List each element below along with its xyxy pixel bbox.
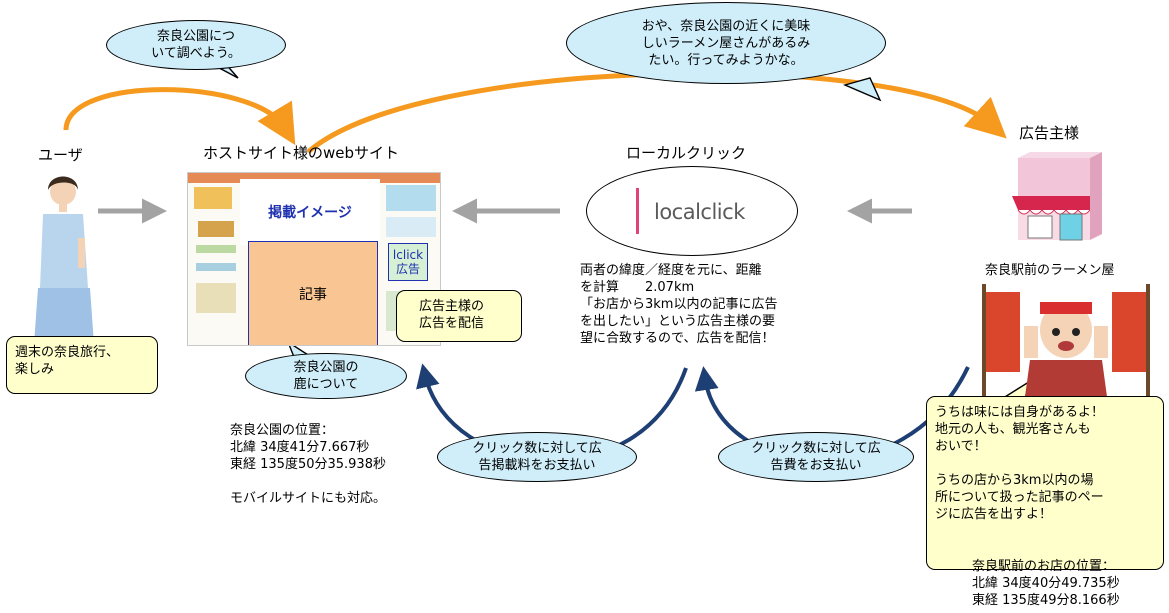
shop-label: 奈良駅前のラーメン屋 — [985, 263, 1115, 278]
localclick-description: 両者の緯度／経度を元に、距離 を計算 2.07km 「お店から3km以内の記事に… — [580, 263, 778, 346]
shop-location-info: 奈良駅前のお店の位置： 北緯 34度40分49.735秒 東経 135度49分8… — [972, 559, 1120, 608]
actor-advertiser-label: 広告主様 — [1019, 124, 1080, 142]
orange-arrow-site-to-advertiser — [306, 70, 1007, 154]
site-ad-box: lclick 広告 — [388, 243, 428, 281]
localclick-logo-ellipse — [586, 166, 798, 256]
orange-arrow-user-to-site — [63, 87, 296, 146]
site-title: 掲載イメージ — [240, 179, 380, 245]
nara-park-info: 奈良公園の位置： 北緯 34度41分7.667秒 東経 135度50分35.93… — [230, 423, 387, 506]
note-shop-message: うちは味には自身があるよ！ 地元の人も、観光客さんも おいで！ うちの店から3k… — [926, 396, 1164, 570]
bubble-tail-discovery — [842, 77, 882, 102]
actor-host-site-label: ホストサイト様のwebサイト — [203, 144, 400, 162]
localclick-logo-mark — [636, 188, 639, 234]
actor-user-label: ユーザ — [38, 146, 83, 164]
host-website-mockup: 掲載イメージ 記事 lclick 広告 — [187, 172, 441, 346]
bubble-pay-ad: クリック数に対して広 告費をお支払い — [718, 432, 914, 482]
shop-icon — [1012, 152, 1102, 241]
bubble-user-thought: 奈良公園につ いて調べよう。 — [106, 20, 286, 70]
note-ad-delivery: 広告主様の 広告を配信 — [396, 290, 522, 342]
bubble-pay-host: クリック数に対して広 告掲載料をお支払い — [437, 432, 637, 482]
bubble-article-topic: 奈良公園の 鹿について — [245, 353, 407, 399]
localclick-logo-text: localclick — [654, 200, 745, 224]
note-user-weekend: 週末の奈良旅行、 楽しみ — [6, 336, 158, 394]
actor-localclick-label: ローカルクリック — [626, 144, 747, 162]
bubble-user-discovery: おや、奈良公園の近くに美味 しいラーメン屋さんがあるみ たい。行ってみようかな。 — [566, 2, 886, 84]
site-article-box: 記事 — [248, 241, 378, 345]
ramen-shop-owner-icon — [982, 284, 1150, 404]
